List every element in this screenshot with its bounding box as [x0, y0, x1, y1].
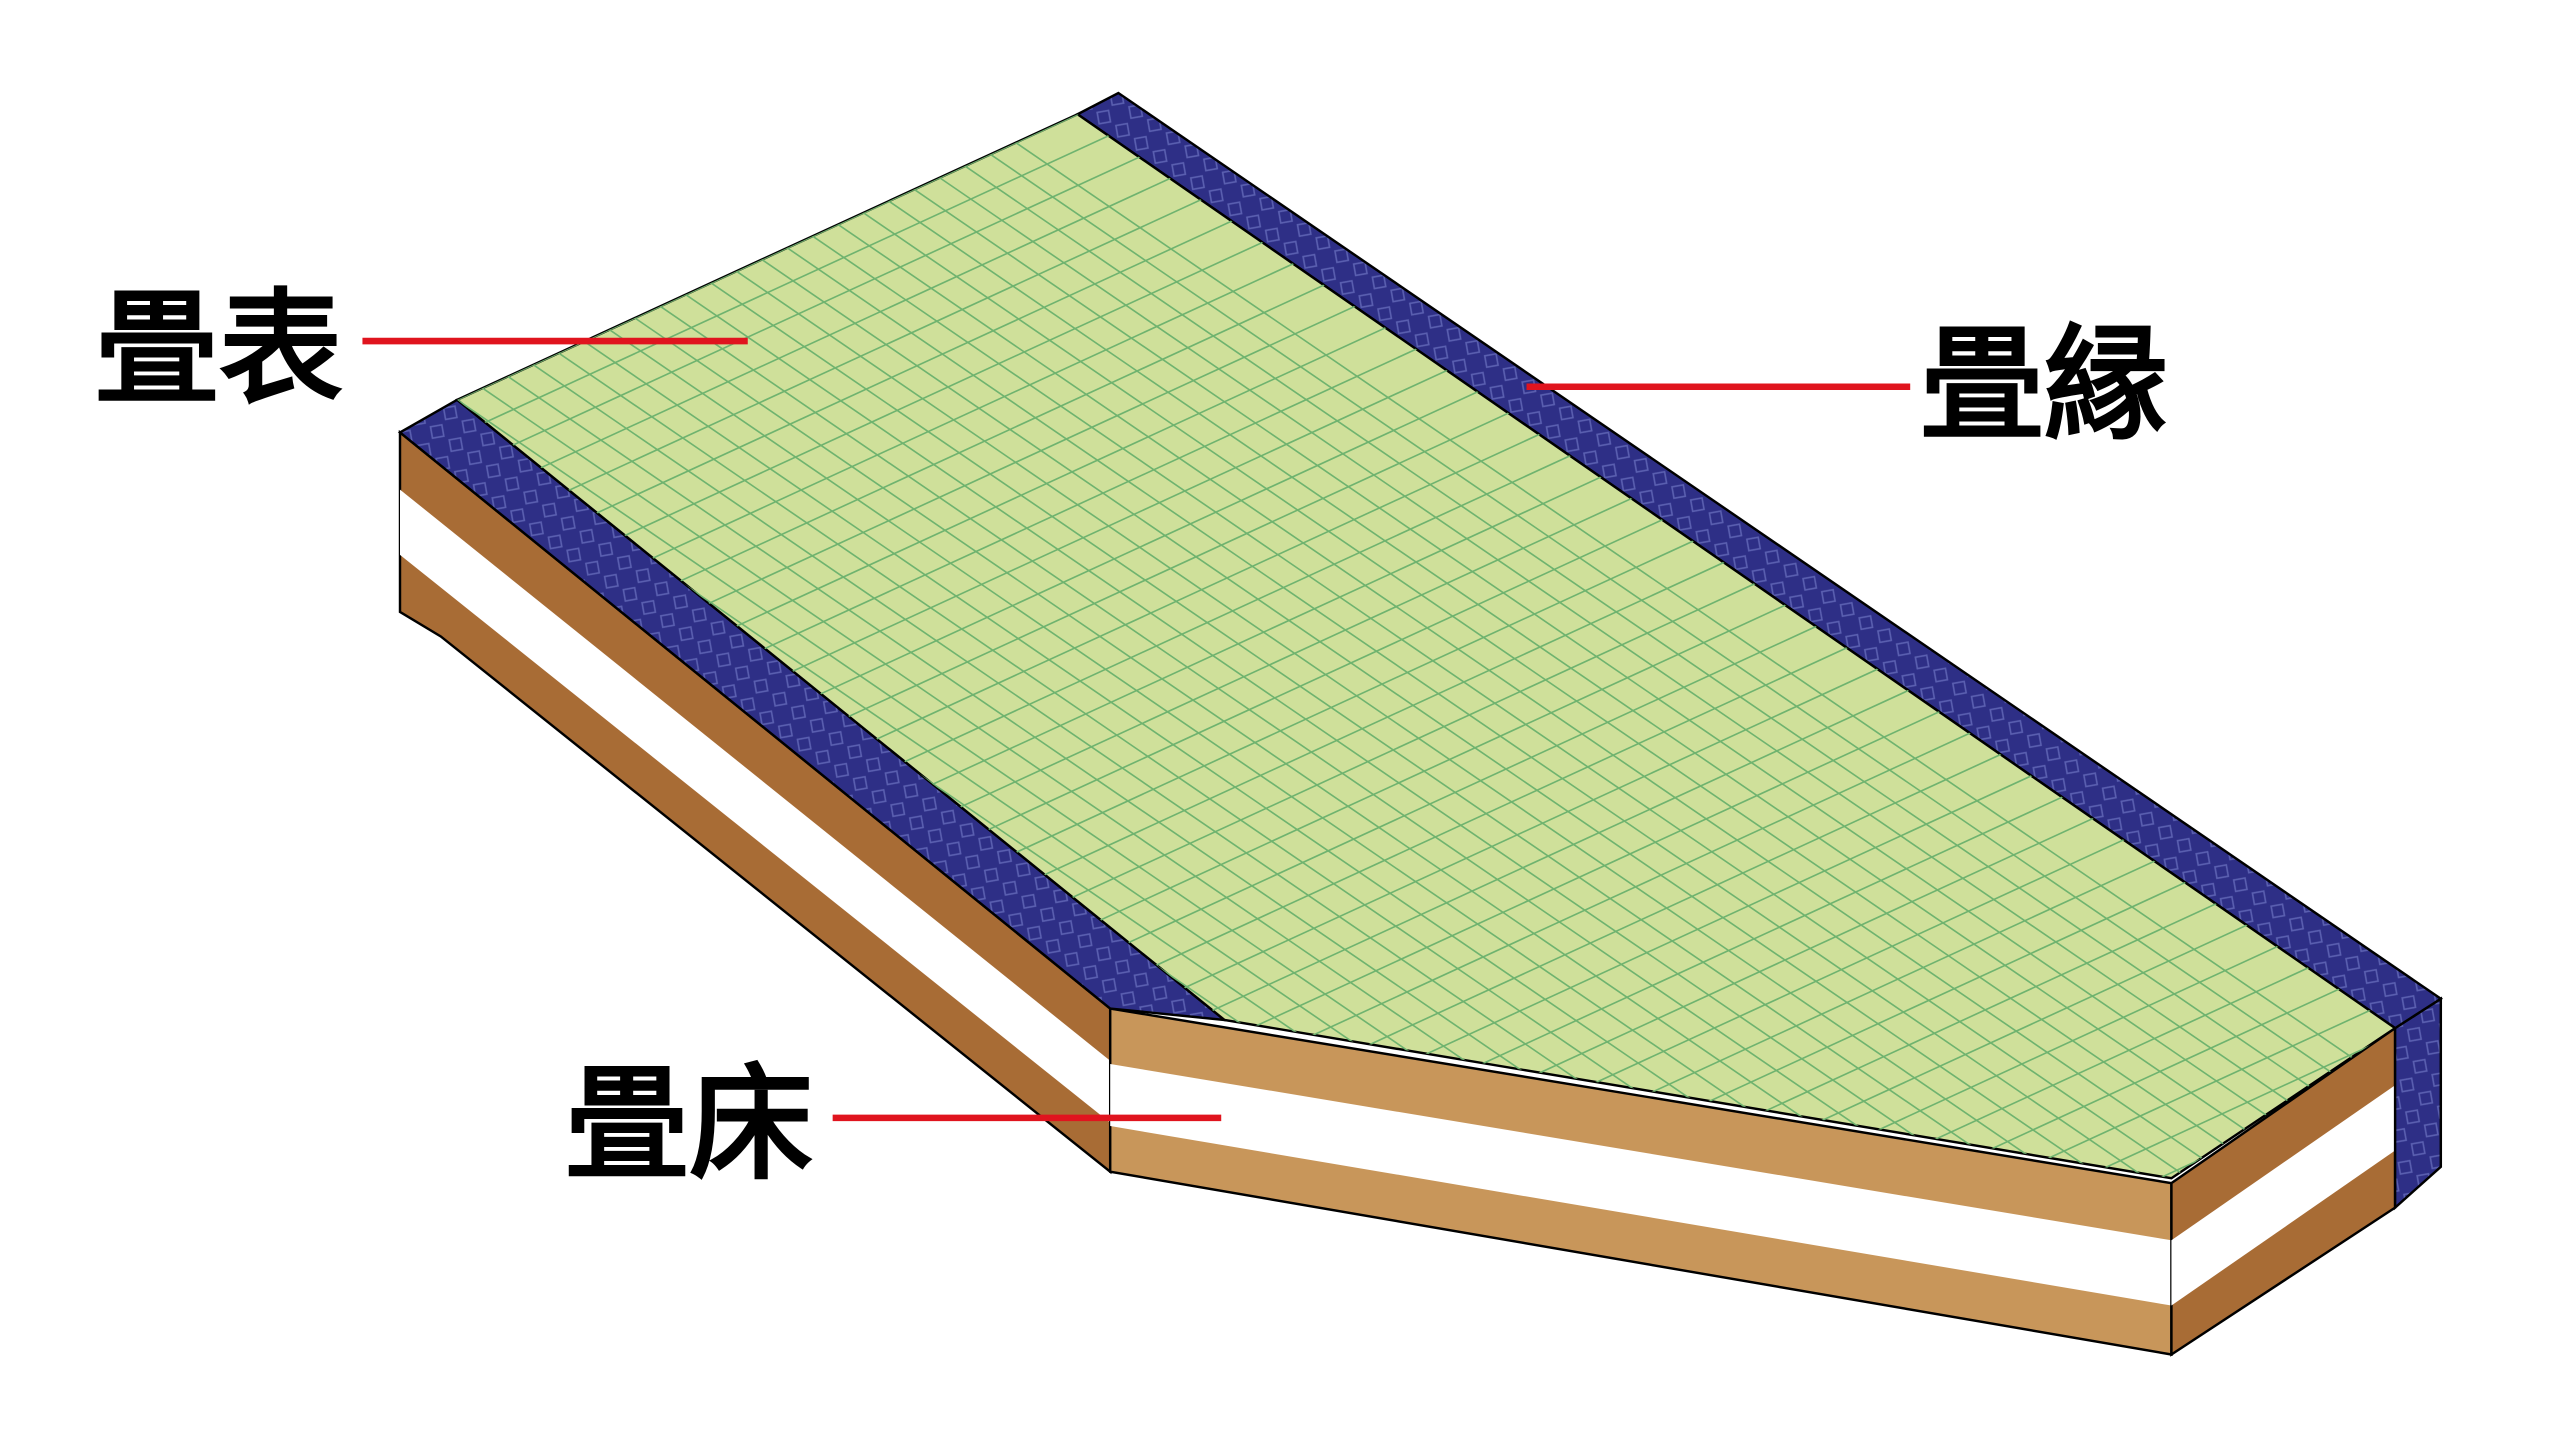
label-tatami-omote: 畳表	[95, 278, 343, 422]
label-tatami-beri: 畳縁	[1920, 314, 2168, 458]
weave-cross-line	[2081, 1033, 2396, 1179]
right-side-face	[2170, 996, 2443, 1357]
weave-cross-line	[457, 114, 1156, 437]
weave-line	[676, 114, 2232, 1179]
weave-line	[457, 399, 1595, 1179]
weave-line	[457, 282, 1765, 1179]
weave-line	[973, 114, 2396, 1088]
weave-cross-line	[2004, 998, 2396, 1179]
weave-cross-line	[457, 114, 693, 224]
weave-cross-line	[1850, 927, 2396, 1179]
weave-line	[846, 114, 2396, 1175]
weave-line	[761, 114, 2317, 1179]
weave-line	[457, 311, 1722, 1179]
weave-line	[457, 195, 1892, 1179]
weave-line	[457, 340, 1680, 1179]
weave-line	[634, 114, 2190, 1179]
weave-line	[719, 114, 2274, 1179]
weave-cross-line	[457, 114, 770, 259]
weave-line	[457, 253, 1807, 1179]
weave-line	[591, 114, 2147, 1179]
weave-line	[888, 114, 2396, 1146]
label-tatami-doko: 畳床	[565, 1053, 813, 1197]
weave-cross-line	[457, 114, 1079, 401]
weave-line	[506, 114, 2062, 1179]
weave-line	[803, 114, 2359, 1179]
weave-line	[457, 166, 1935, 1179]
weave-line	[457, 137, 1977, 1179]
weave-line	[457, 370, 1637, 1179]
weave-line	[549, 114, 2105, 1179]
weave-cross-line	[457, 114, 1311, 508]
weave-line	[457, 224, 1850, 1179]
weave-line	[931, 114, 2396, 1117]
weave-cross-line	[1927, 962, 2396, 1179]
weave-line	[464, 114, 2020, 1179]
weave-cross-line	[457, 114, 1233, 472]
